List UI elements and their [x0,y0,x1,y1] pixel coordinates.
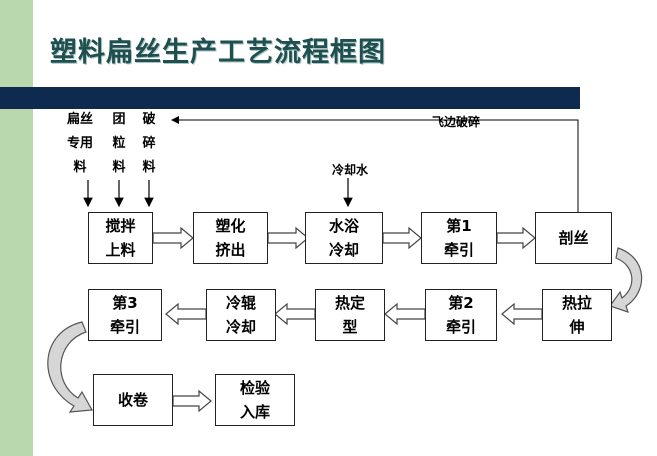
step-mixing-feeding: 搅拌上料 [88,212,153,264]
flow-arrow-right [267,226,309,250]
raw-material-col-2: 团 粒 料 [108,108,130,180]
step-label: 挤出 [215,241,246,259]
step-label: 入库 [239,403,270,421]
step-traction-1: 第1 牵引 [421,212,497,264]
flow-arrow-right [172,389,212,413]
flow-arrow-left [501,302,543,326]
raw-material-col-1: 扁丝 专用 料 [56,108,104,180]
step-label: 搅拌 [105,217,136,235]
step-slitting: 剖丝 [535,212,612,264]
flow-arrow-right [382,226,422,250]
step-label: 收卷 [117,391,148,409]
flow-arrow-right [152,226,194,250]
raw-material-label: 扁丝 [66,112,93,127]
step-label: 冷却 [328,241,359,259]
step-label: 牵引 [445,318,476,336]
step-label: 第1 [446,217,472,235]
raw-material-label: 粒 [112,136,126,151]
step-label: 热拉 [561,294,592,312]
step-heat-setting: 热定型 [315,289,385,341]
raw-material-label: 料 [142,160,156,175]
step-traction-2: 第2 牵引 [425,289,497,341]
raw-material-col-3: 破 碎 料 [138,108,160,180]
raw-material-label: 专用 [66,136,93,151]
flow-arrow-right [496,226,536,250]
raw-material-label: 团 [112,112,126,127]
step-label: 塑化 [215,217,246,235]
step-traction-3: 第3 牵引 [88,289,162,341]
cooling-water-label: 冷却水 [332,163,369,177]
title-underline-bar [0,87,580,109]
raw-material-label: 料 [112,160,126,175]
recycle-feedback-line [171,116,579,212]
step-winding: 收卷 [93,374,173,426]
step-label: 牵引 [443,241,474,259]
step-label: 剖丝 [558,229,589,247]
step-label: 伸 [569,318,585,336]
step-label: 冷辊 [225,294,256,312]
step-water-bath-cooling: 水浴冷却 [305,212,383,264]
step-cold-roll-cooling: 冷辊冷却 [206,289,276,341]
raw-material-label: 料 [73,160,87,175]
curved-flow-arrow-right-side [609,247,643,313]
curved-flow-arrow-left-side [47,321,93,413]
left-decorative-strip [0,0,33,456]
step-label: 热定 [334,294,365,312]
step-label: 型 [342,318,358,336]
page-title: 塑料扁丝生产工艺流程框图 [50,37,386,68]
step-label: 检验 [239,379,270,397]
raw-material-label: 破 [142,112,156,127]
step-inspection-storage: 检验入库 [215,374,295,426]
flow-arrow-left [274,302,316,326]
flying-edge-label: 飞边破碎 [432,115,481,129]
raw-material-label: 碎 [142,136,156,151]
step-label: 上料 [105,241,136,259]
flow-arrow-left [165,302,207,326]
step-label: 牵引 [109,318,140,336]
step-label: 水浴 [328,217,359,235]
flow-arrow-left [384,302,426,326]
step-label: 冷却 [225,318,256,336]
step-heat-stretching: 热拉伸 [542,289,612,341]
step-label: 第2 [448,294,474,312]
step-label: 第3 [112,294,138,312]
step-plasticizing-extrusion: 塑化挤出 [193,212,268,264]
